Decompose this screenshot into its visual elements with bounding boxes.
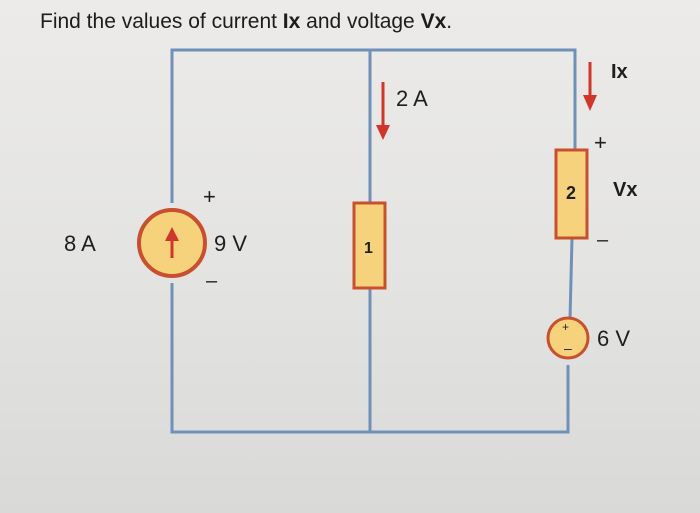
question-middle: and voltage — [300, 10, 421, 33]
voltage-source-body — [546, 316, 590, 360]
resistor-2-body — [554, 148, 589, 240]
question-ix: Ix — [282, 10, 301, 33]
question-vx: Vx — [420, 10, 447, 33]
resistor-2-vx-label: Vx — [613, 179, 637, 201]
question-prefix: Find the values of current — [40, 10, 283, 33]
branch-current-label: 2 A — [396, 86, 428, 111]
branch-current-arrow-head — [376, 125, 390, 140]
voltage-source-label: 6 V — [597, 326, 630, 351]
voltage-source: + – — [546, 316, 590, 360]
resistor-1-value: 1 — [364, 240, 373, 257]
ix-current-label: Ix — [611, 61, 628, 83]
voltage-source-minus: – — [564, 340, 572, 356]
current-source-arrow-head — [165, 227, 179, 241]
resistor-2-plus: + — [594, 130, 607, 155]
question-suffix: . — [446, 10, 453, 33]
current-source — [137, 208, 207, 278]
right-branch-wire — [568, 237, 574, 321]
cs-voltage-plus: + — [203, 184, 216, 209]
voltage-source-plus: + — [562, 320, 569, 334]
wires — [170, 48, 577, 434]
resistor-2-minus: – — [597, 229, 609, 251]
outer-loop-wire — [170, 48, 577, 203]
resistor-2-value: 2 — [566, 183, 576, 203]
cs-voltage-minus: – — [206, 270, 218, 292]
ix-arrow-head — [583, 95, 597, 111]
question-text: Find the values of current Ix and voltag… — [40, 10, 452, 34]
resistor-1-body — [352, 201, 387, 290]
current-source-label: 8 A — [64, 231, 96, 256]
cs-voltage-value: 9 V — [214, 231, 247, 256]
